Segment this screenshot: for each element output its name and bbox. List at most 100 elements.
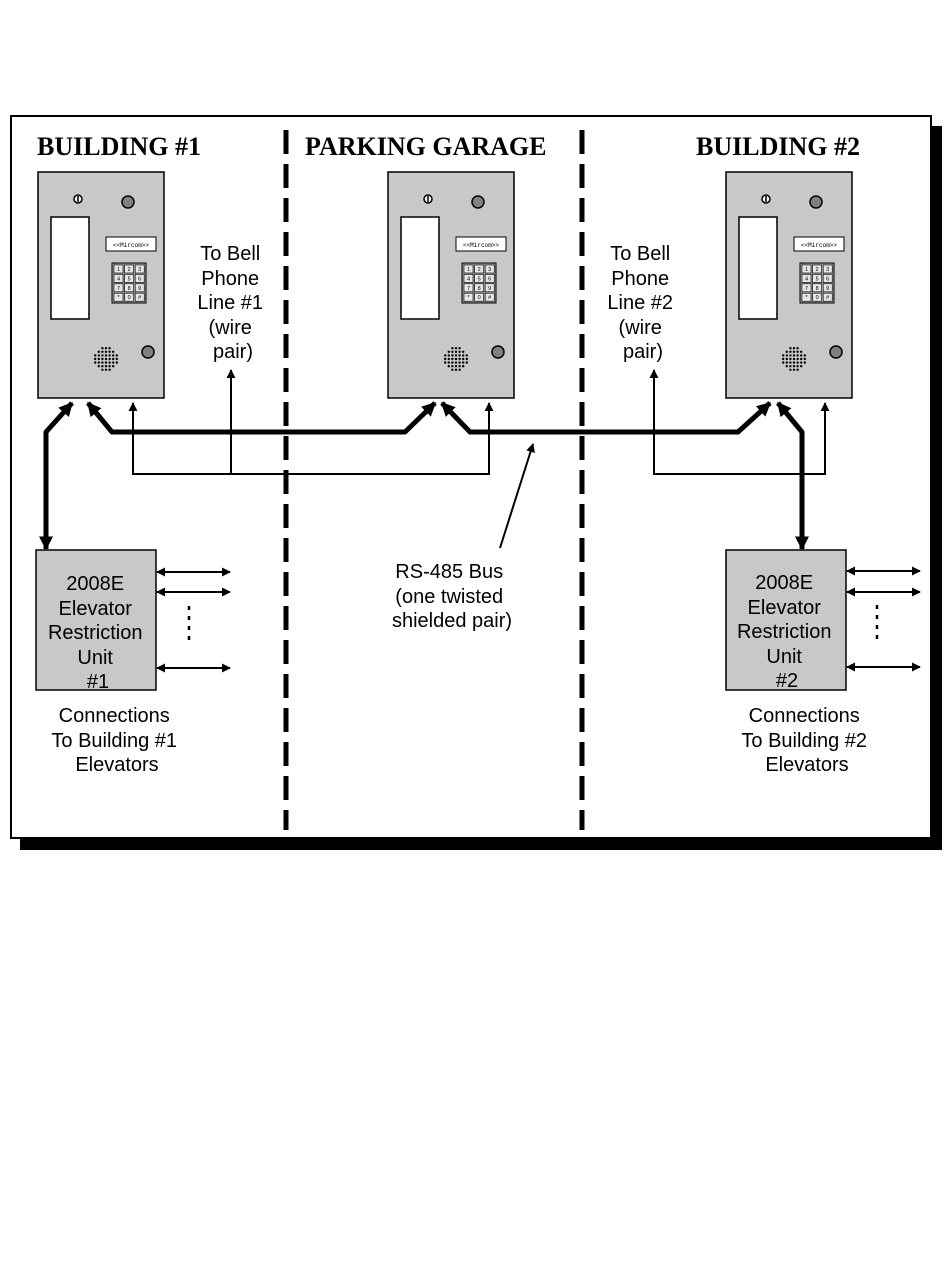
speaker-hole (454, 347, 458, 350)
speaker-hole (465, 361, 468, 364)
keypad-key (113, 274, 124, 283)
bus-to-unit-2 (776, 401, 809, 551)
brand-text: <<Mircom>> (801, 242, 837, 249)
keypad-key (124, 283, 134, 293)
keypad-key-label: * (467, 295, 470, 301)
speaker-hole (462, 361, 465, 364)
keypad-key-label: * (117, 295, 120, 301)
speaker-hole (796, 347, 799, 350)
header-building-1: BUILDING #1 (37, 132, 201, 161)
speaker-hole (447, 365, 450, 368)
camera-icon (809, 195, 823, 209)
keypad-key (822, 292, 833, 302)
keypad-key-label: # (488, 295, 492, 301)
keypad-key (113, 283, 124, 293)
keypad-key-label: 8 (128, 286, 131, 292)
speaker-hole (94, 357, 97, 361)
speaker-hole (97, 357, 101, 361)
speaker-hole (451, 365, 454, 368)
keypad-key-label: 7 (467, 286, 470, 292)
speaker-hole (792, 350, 796, 353)
speaker-hole (454, 357, 458, 361)
speaker-hole (785, 354, 788, 357)
speaker-grille (782, 347, 806, 371)
keypad-key (463, 292, 474, 302)
speaker-hole (451, 350, 454, 353)
speaker-hole (782, 357, 785, 361)
rs485-bus-line (86, 401, 437, 435)
camera-icon (121, 195, 135, 209)
keypad-key (124, 264, 134, 274)
speaker-hole (782, 354, 785, 357)
keypad-key (124, 274, 134, 283)
speaker-hole (454, 354, 458, 357)
speaker-hole (789, 365, 792, 368)
keypad-key-label: 3 (488, 267, 491, 273)
call-button-icon (141, 345, 155, 359)
keypad-key-label: 6 (488, 276, 491, 282)
bus-to-unit-1 (39, 401, 74, 551)
speaker-hole (785, 350, 788, 353)
keypad-key (801, 264, 812, 274)
speaker-grille (94, 347, 119, 371)
speaker-hole (104, 350, 108, 353)
keypad-key (113, 292, 124, 302)
camera-icon (471, 195, 485, 209)
keypad-key-label: 6 (826, 276, 829, 282)
keypad-key-label: # (138, 295, 142, 301)
keypad-key-label: 2 (816, 267, 819, 273)
speaker-hole (447, 354, 450, 357)
speaker-hole (104, 357, 108, 361)
speaker-hole (796, 350, 799, 353)
speaker-hole (458, 350, 461, 353)
speaker-hole (796, 368, 799, 371)
speaker-hole (447, 361, 450, 364)
speaker-hole (462, 350, 465, 353)
speaker-hole (785, 361, 788, 364)
speaker-hole (454, 361, 458, 364)
speaker-hole (447, 350, 450, 353)
speaker-hole (94, 354, 97, 357)
keypad-key-label: 1 (805, 267, 808, 273)
speaker-hole (462, 365, 465, 368)
keypad-key-label: 8 (816, 286, 819, 292)
speaker-hole (112, 354, 115, 357)
speaker-hole (465, 357, 468, 361)
directory-window (400, 216, 440, 320)
speaker-hole (796, 365, 799, 368)
speaker-hole (782, 361, 785, 364)
elevator-unit-2-label: 2008E Elevator Restriction Unit #2 (737, 572, 837, 692)
speaker-hole (112, 365, 115, 368)
brand-plate (455, 236, 507, 252)
speaker-hole (462, 354, 465, 357)
speaker-hole (451, 357, 454, 361)
speaker-hole (792, 357, 796, 361)
speaker-hole (447, 357, 450, 361)
speaker-hole (792, 361, 796, 364)
speaker-hole (789, 347, 792, 350)
keypad-key-label: 4 (805, 276, 808, 282)
elevator-unit-1-label: 2008E Elevator Restriction Unit #1 (48, 573, 148, 693)
keypad-key (134, 292, 145, 302)
speaker-hole (796, 357, 799, 361)
rs485-bus-label: RS-485 Bus (one twisted shielded pair) (392, 561, 512, 632)
keypad-key (801, 274, 812, 283)
speaker-hole (789, 368, 792, 371)
keypad-key-label: 4 (467, 276, 470, 282)
keypad-key-label: 1 (117, 267, 120, 273)
keypad-key-label: 8 (478, 286, 481, 292)
bell-phone-label-1: To Bell Phone Line #1 (wire pair) (197, 243, 268, 363)
speaker-hole (108, 368, 111, 371)
keypad-key-label: 9 (138, 286, 141, 292)
speaker-hole (108, 347, 111, 350)
directory-window (50, 216, 90, 320)
speaker-hole (444, 357, 447, 361)
keypad-key (134, 264, 145, 274)
speaker-hole (97, 365, 101, 368)
rs485-pointer-arrow (499, 443, 535, 549)
speaker-hole (792, 368, 796, 371)
speaker-hole (792, 347, 796, 350)
speaker-hole (458, 368, 461, 371)
speaker-hole (97, 350, 101, 353)
